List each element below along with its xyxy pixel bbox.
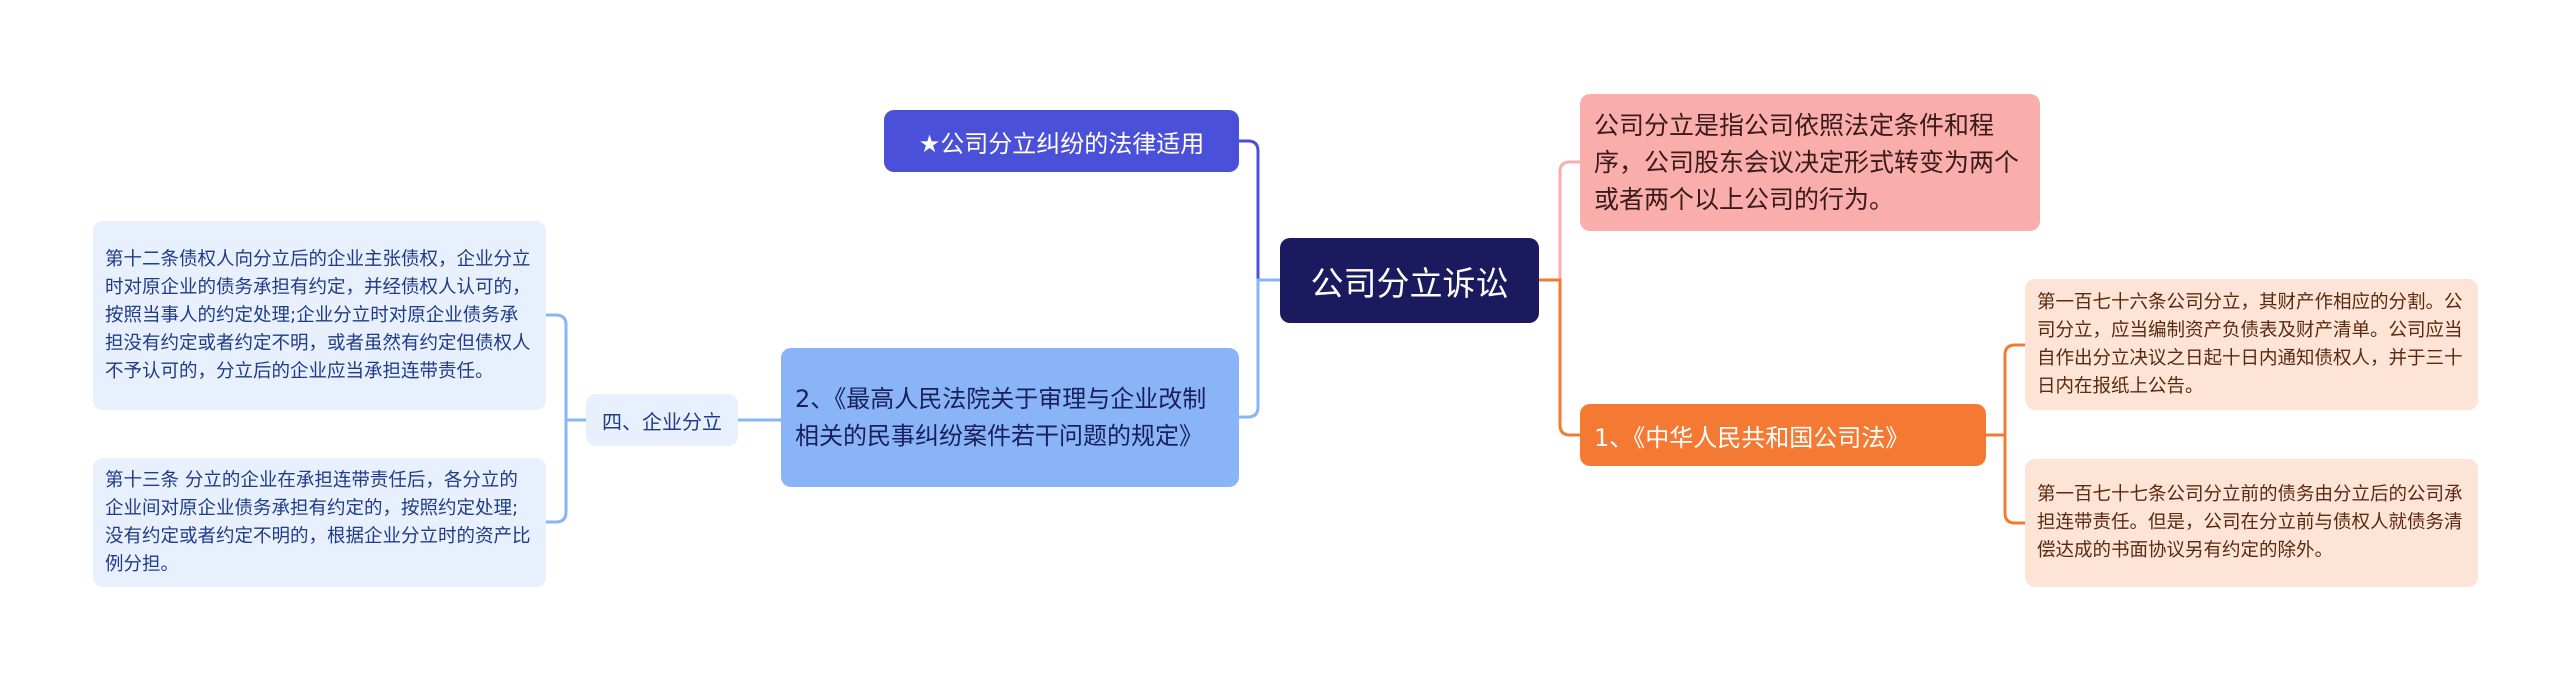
right-leaf-2[interactable]: 第一百七十七条公司分立前的债务由分立后的公司承担连带责任。但是，公司在分立前与债… [2025, 459, 2478, 587]
star-topic-label: ★公司分立纠纷的法律适用 [918, 129, 1205, 158]
topic-1-label: 1、《中华人民共和国公司法》 [1594, 423, 1910, 452]
right-leaf-1[interactable]: 第一百七十六条公司分立，其财产作相应的分割。公司分立，应当编制资产负债表及财产清… [2025, 279, 2478, 410]
left-leaf-2[interactable]: 第十三条 分立的企业在承担连带责任后，各分立的企业间对原企业债务承担有约定的，按… [93, 458, 546, 587]
definition-text: 公司分立是指公司依照法定条件和程序，公司股东会议决定形式转变为两个或者两个以上公… [1594, 111, 2020, 214]
topic-2[interactable]: 2、《最高人民法院关于审理与企业改制相关的民事纠纷案件若干问题的规定》 [781, 348, 1239, 487]
right-leaf-1-text: 第一百七十六条公司分立，其财产作相应的分割。公司分立，应当编制资产负债表及财产清… [2037, 291, 2463, 397]
root-label: 公司分立诉讼 [1310, 263, 1509, 303]
connector-star [1239, 139, 1280, 282]
left-leaf-1-text: 第十二条债权人向分立后的企业主张债权，企业分立时对原企业的债务承担有约定，并经债… [105, 248, 531, 382]
left-leaf-1[interactable]: 第十二条债权人向分立后的企业主张债权，企业分立时对原企业的债务承担有约定，并经债… [93, 221, 546, 410]
connector-left-leaf1 [546, 313, 586, 422]
left-leaf-2-text: 第十三条 分立的企业在承担连带责任后，各分立的企业间对原企业债务承担有约定的，按… [105, 469, 531, 575]
topic-2-label: 2、《最高人民法院关于审理与企业改制相关的民事纠纷案件若干问题的规定》 [795, 384, 1207, 450]
section-4[interactable]: 四、企业分立 [586, 394, 738, 446]
topic-1[interactable]: 1、《中华人民共和国公司法》 [1580, 404, 1986, 466]
star-topic[interactable]: ★公司分立纠纷的法律适用 [884, 110, 1239, 172]
root-topic[interactable]: 公司分立诉讼 [1280, 238, 1539, 323]
connector-right-leaf2 [1986, 433, 2025, 525]
connector-topic1 [1539, 278, 1580, 437]
connector-left-leaf2 [546, 418, 586, 524]
section-4-label: 四、企业分立 [602, 409, 722, 434]
connector-definition [1539, 160, 1580, 282]
connector-topic2 [1239, 278, 1280, 419]
definition-topic[interactable]: 公司分立是指公司依照法定条件和程序，公司股东会议决定形式转变为两个或者两个以上公… [1580, 94, 2040, 231]
right-leaf-2-text: 第一百七十七条公司分立前的债务由分立后的公司承担连带责任。但是，公司在分立前与债… [2037, 484, 2463, 561]
connector-right-leaf1 [1986, 343, 2025, 437]
